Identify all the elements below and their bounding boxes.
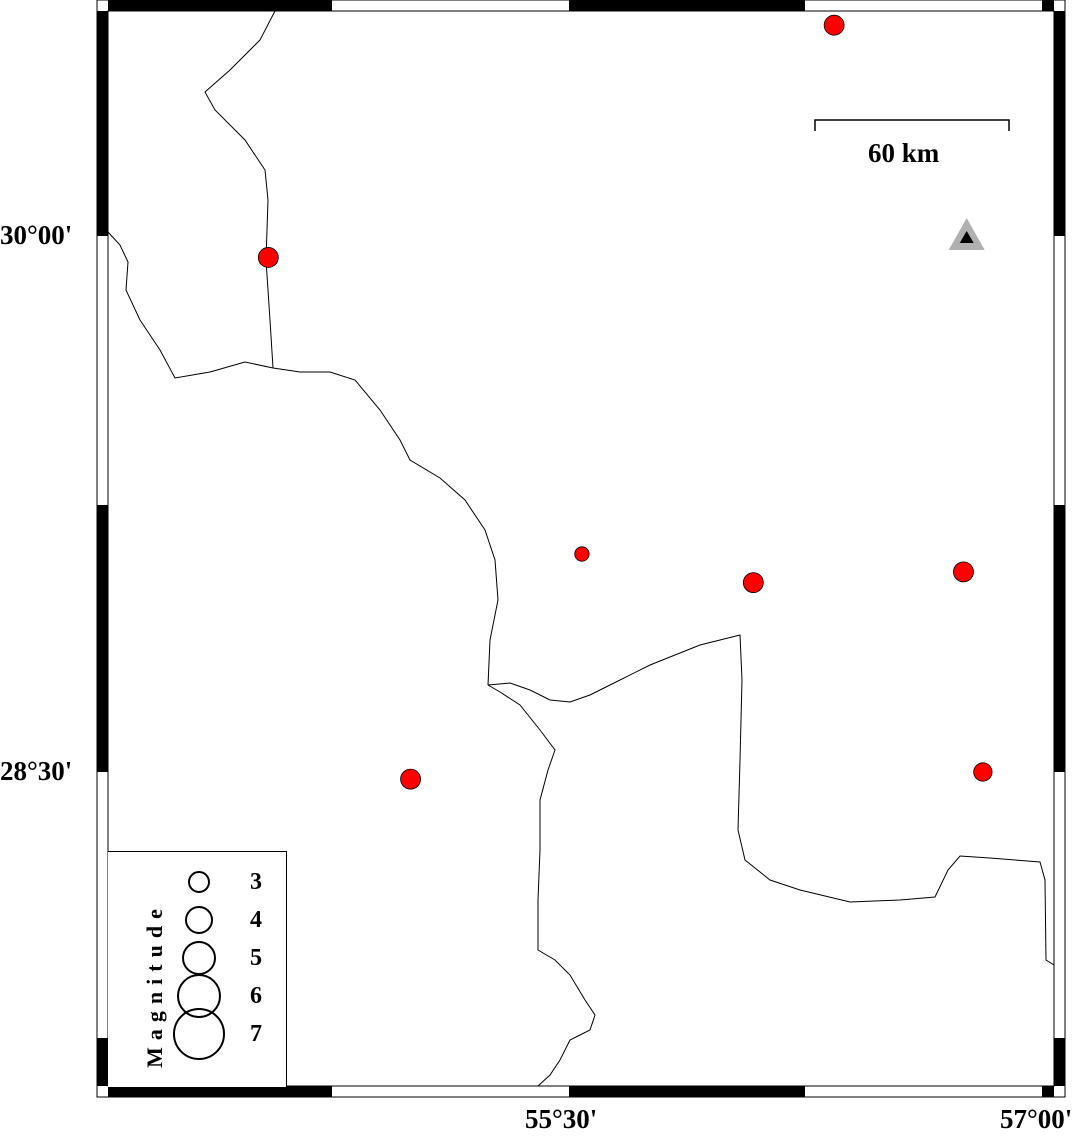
earthquake-event [973,762,993,782]
lat-label-28-30: 28°30' [0,756,73,786]
legend-circle-7 [173,1008,225,1060]
lon-label-57-00: 57°00' [1000,1104,1073,1134]
legend-circle-4 [185,906,213,934]
boundary-line [487,684,596,1087]
earthquake-event [823,14,845,36]
stations-layer [948,218,985,250]
station-inner-icon [959,231,974,243]
scale-bar [814,119,1010,131]
earthquake-event [257,247,279,268]
boundary-line [487,634,1055,966]
boundary-line [204,10,276,369]
earthquake-event [742,572,764,594]
legend-label-4: 4 [250,907,262,933]
legend-circle-6 [177,974,221,1018]
legend-label-7: 7 [250,1021,262,1047]
lat-label-30-00: 30°00' [0,220,73,250]
scale-bar-label: 60 km [868,138,940,168]
legend-circle-3 [188,871,210,893]
earthquake-event [574,546,590,562]
lon-label-55-30: 55°30' [525,1104,598,1134]
legend-symbols [173,871,225,1060]
legend-label-6: 6 [250,983,262,1009]
legend-circle-5 [182,941,216,975]
magnitude-legend: Magnitude 3 4 5 6 7 [108,851,287,1087]
map-frame [96,0,1066,1098]
earthquake-event [953,561,974,583]
province-boundaries [107,10,1055,1087]
earthquake-event [400,768,421,790]
legend-label-5: 5 [250,945,262,971]
legend-label-3: 3 [250,869,262,895]
events-layer [257,14,993,790]
boundary-line [107,231,499,686]
